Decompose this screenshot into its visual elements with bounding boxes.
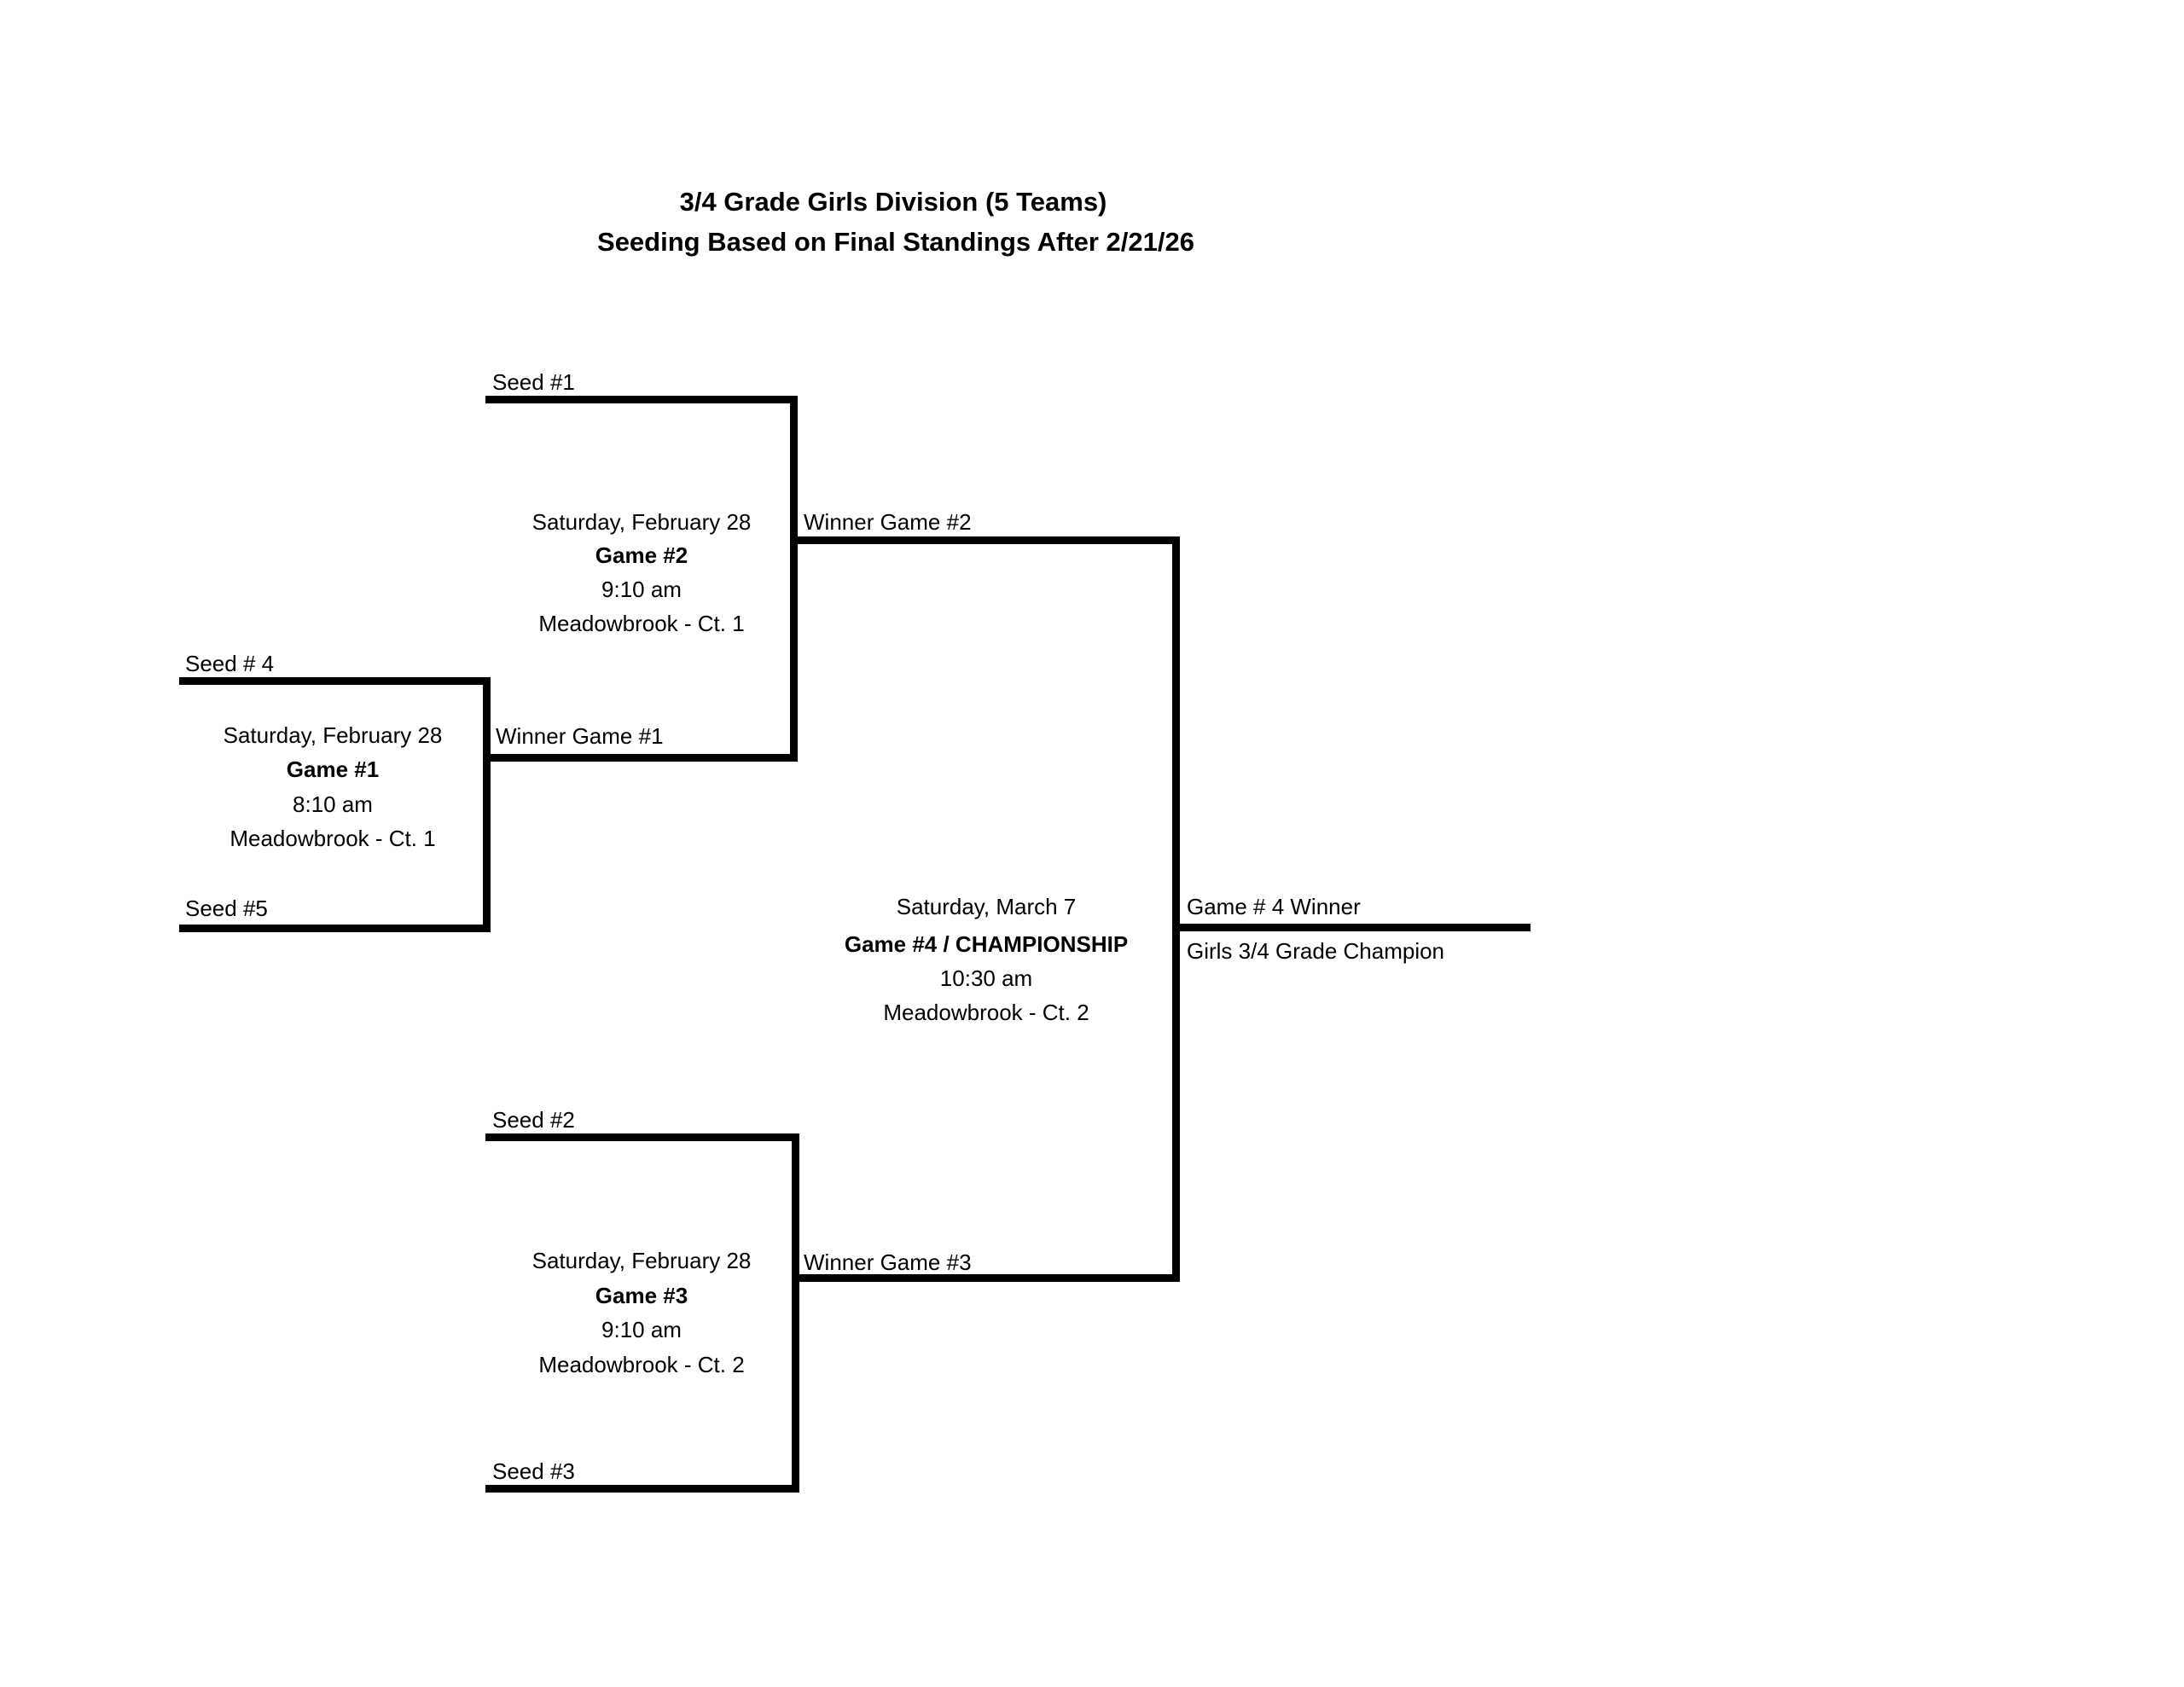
game-3-connector-vertical: [792, 1133, 799, 1493]
seed-2-line: [485, 1133, 799, 1141]
page-title-line2: Seeding Based on Final Standings After 2…: [597, 227, 1194, 257]
seed-3-line: [485, 1485, 799, 1493]
seed-5-line: [179, 925, 491, 932]
game-2-connector-vertical: [790, 396, 798, 762]
game-1-location: Meadowbrook - Ct. 1: [229, 826, 436, 851]
winner-game-2-label: Winner Game #2: [804, 509, 972, 535]
game-1-date: Saturday, February 28: [223, 722, 443, 748]
seed-1-label: Seed #1: [492, 369, 575, 395]
game-2-date: Saturday, February 28: [531, 509, 752, 535]
game-4-time: 10:30 am: [939, 965, 1033, 991]
seed-1-line: [485, 396, 798, 403]
seed-5-label: Seed #5: [185, 896, 268, 921]
game-3-location: Meadowbrook - Ct. 2: [538, 1352, 745, 1377]
game-2-location: Meadowbrook - Ct. 1: [538, 611, 745, 636]
game-3-date: Saturday, February 28: [531, 1248, 752, 1273]
game-4-name: Game #4 / CHAMPIONSHIP: [844, 931, 1129, 957]
seed-4-label: Seed # 4: [185, 651, 275, 676]
game-3-time: 9:10 am: [601, 1317, 682, 1342]
winner-game-1-line: [483, 754, 798, 762]
winner-game-3-line: [792, 1274, 1180, 1282]
game-1-time: 8:10 am: [293, 791, 373, 817]
seed-4-line: [179, 677, 491, 685]
game-1-name: Game #1: [286, 757, 380, 782]
champion-label: Girls 3/4 Grade Champion: [1187, 938, 1445, 964]
game-2-time: 9:10 am: [601, 577, 682, 602]
game-4-winner-label: Game # 4 Winner: [1187, 894, 1361, 919]
championship-connector-vertical: [1172, 536, 1180, 1282]
game-3-name: Game #3: [595, 1283, 688, 1308]
winner-game-1-label: Winner Game #1: [496, 723, 664, 749]
game-4-date: Saturday, March 7: [896, 894, 1077, 919]
game-1-connector-vertical: [483, 677, 491, 932]
winner-game-3-label: Winner Game #3: [804, 1249, 972, 1275]
game-4-location: Meadowbrook - Ct. 2: [883, 1000, 1089, 1025]
game-2-name: Game #2: [595, 542, 688, 568]
winner-game-2-line: [790, 536, 1180, 544]
seed-3-label: Seed #3: [492, 1458, 575, 1484]
champion-line: [1172, 924, 1531, 931]
seed-2-label: Seed #2: [492, 1107, 575, 1133]
page-title-line1: 3/4 Grade Girls Division (5 Teams): [679, 187, 1107, 217]
